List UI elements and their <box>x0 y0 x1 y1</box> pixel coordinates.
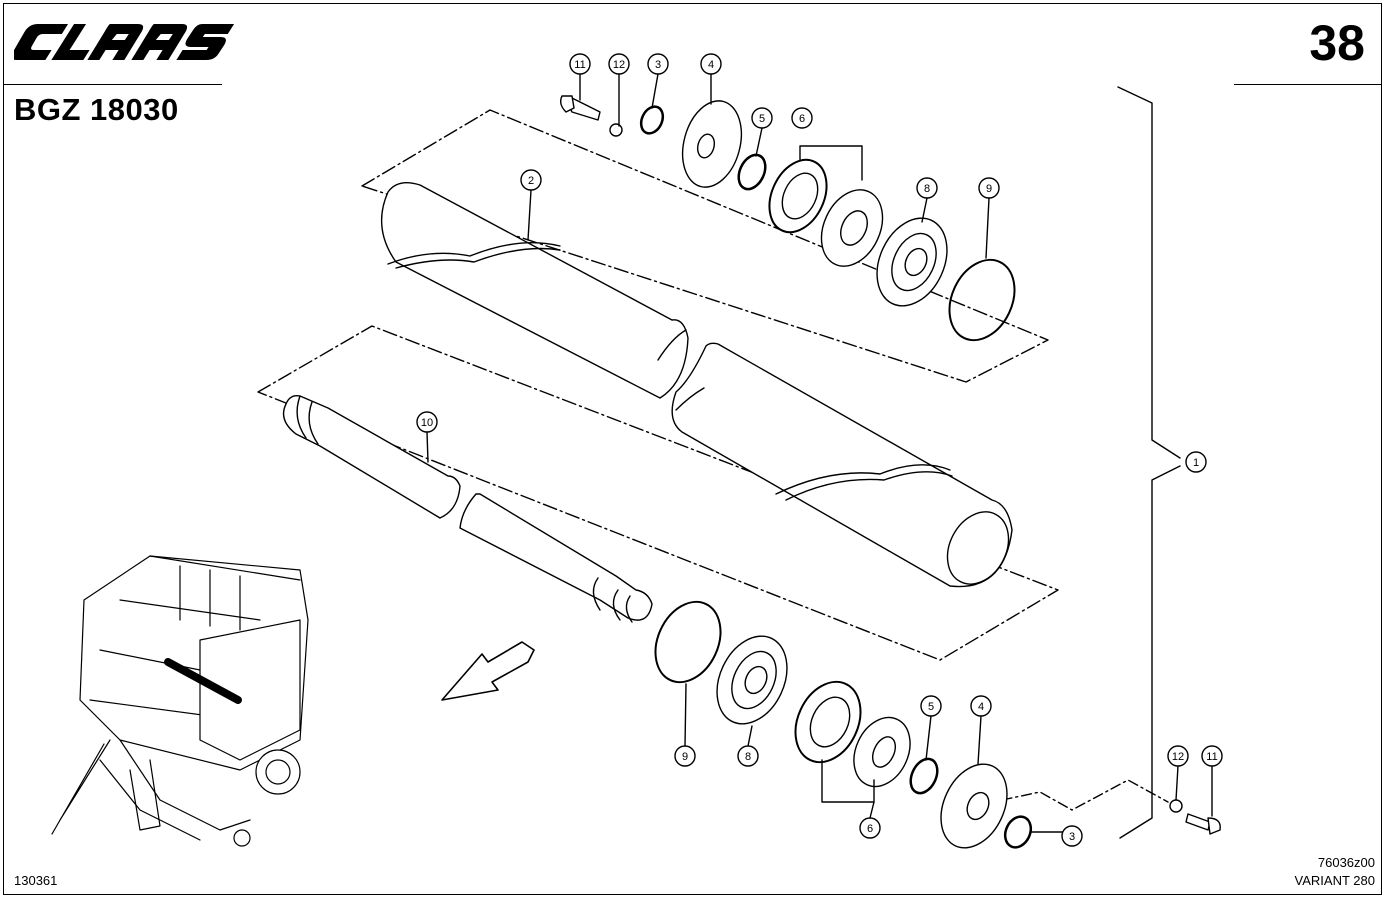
circlip-lower <box>1003 815 1033 849</box>
shaft-upper <box>282 394 461 519</box>
retaining-ring-lower <box>654 600 722 684</box>
callout-4-upper: 4 <box>708 59 714 71</box>
callout-leaders <box>426 73 1213 833</box>
callout-2: 2 <box>528 175 534 187</box>
flange-upper <box>681 100 743 188</box>
washer-lower <box>1169 799 1183 813</box>
snap-ring-upper <box>737 153 767 191</box>
assembly-bracket <box>1117 86 1181 839</box>
callout-9-upper: 9 <box>986 183 992 195</box>
variant-label: VARIANT 280 <box>1294 873 1375 888</box>
circlip-upper <box>639 105 665 135</box>
bearing-upper <box>876 217 948 307</box>
spacer-ring-lower <box>853 716 911 788</box>
group-bracket-lower <box>821 759 875 803</box>
lower-boundary-line <box>257 325 1059 661</box>
callout-5-upper: 5 <box>759 113 765 125</box>
callout-8-upper: 8 <box>924 183 930 195</box>
group-bracket-upper <box>799 145 863 181</box>
header-rule-left <box>4 84 222 85</box>
baler-thumbnail <box>51 555 309 847</box>
seal-lower <box>794 680 862 764</box>
roller-tube-lower <box>671 342 1013 588</box>
washer-upper <box>609 123 623 137</box>
direction-arrow <box>441 641 535 701</box>
bolt-upper <box>559 95 601 121</box>
fastener-leader-line <box>1001 779 1169 811</box>
retaining-ring-upper <box>948 258 1016 342</box>
callout-11-lower: 11 <box>1206 751 1217 763</box>
callout-5-lower: 5 <box>928 701 934 713</box>
callout-10: 10 <box>421 417 433 429</box>
seal-upper <box>768 158 828 234</box>
callout-12-lower: 12 <box>1172 751 1184 763</box>
callout-circles <box>416 53 1223 847</box>
callout-3-upper: 3 <box>655 59 661 71</box>
spacer-ring-upper <box>820 189 884 267</box>
claas-logo <box>14 24 234 60</box>
snap-ring-lower <box>909 757 939 795</box>
callout-4-lower: 4 <box>978 701 984 713</box>
bearing-lower <box>716 635 788 725</box>
roller-tube-upper <box>380 182 689 399</box>
drawing-reference: 130361 <box>14 873 58 888</box>
bolt-lower <box>1185 813 1221 835</box>
image-code: 76036z00 <box>1317 855 1375 870</box>
document-code: BGZ 18030 <box>14 92 179 127</box>
callout-3-lower: 3 <box>1069 831 1075 843</box>
header-rule-right <box>1234 84 1382 85</box>
shaft-lower <box>459 493 653 623</box>
callout-9-lower: 9 <box>682 751 688 763</box>
callout-1: 1 <box>1193 457 1199 469</box>
callout-6-upper: 6 <box>799 113 805 125</box>
page-number: 38 <box>1309 15 1365 71</box>
callout-11-upper: 11 <box>574 59 585 71</box>
callout-6-lower: 6 <box>867 823 873 835</box>
flange-lower <box>940 763 1008 849</box>
callout-12-upper: 12 <box>613 59 625 71</box>
upper-boundary-line <box>361 109 1049 383</box>
drawing-frame <box>3 3 1382 895</box>
callout-8-lower: 8 <box>745 751 751 763</box>
